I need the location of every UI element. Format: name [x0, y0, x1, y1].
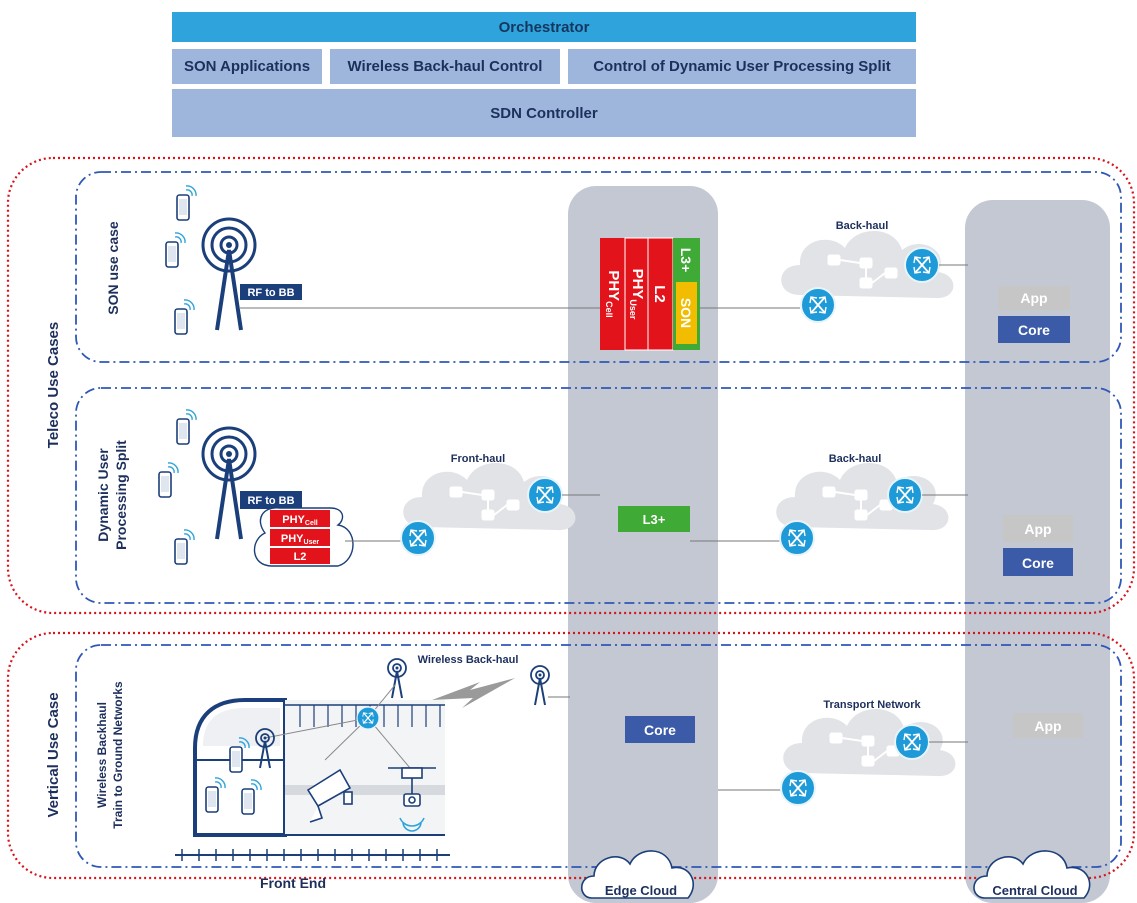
- wireless-backhaul-control-box: Wireless Back-haul Control: [330, 49, 560, 84]
- dynamic-split-control-label: Control of Dynamic User Processing Split: [593, 58, 891, 75]
- orchestrator-label: Orchestrator: [498, 18, 590, 36]
- son-applications-box: SON Applications: [172, 49, 322, 84]
- svg-text:SON: SON: [678, 298, 694, 328]
- antenna-tower-icon: [201, 426, 257, 541]
- phone-icon: [176, 185, 197, 221]
- router-icon: [356, 706, 380, 730]
- camera-icon: [306, 768, 353, 823]
- wb-row-label-1: Wireless Backhaul: [95, 702, 109, 808]
- router-icon: [904, 247, 940, 283]
- phone-icon: [165, 232, 186, 268]
- dups-row-outline: [75, 387, 1122, 604]
- svg-text:App: App: [1024, 521, 1051, 537]
- son-protocol-stack: PHYCell PHYUser L2 L3+ SON: [600, 237, 700, 351]
- antenna-icon: [387, 658, 407, 699]
- teleco-group-label: Teleco Use Cases: [45, 322, 62, 448]
- son-row-outline: [75, 171, 1122, 363]
- dups-backhaul-label: Back-haul: [829, 453, 882, 465]
- edge-cloud-icon: [580, 850, 694, 899]
- sdn-controller-box: SDN Controller: [172, 89, 916, 137]
- front-end-label: Front End: [260, 875, 326, 891]
- edge-cloud-label: Edge Cloud: [605, 883, 677, 898]
- son-applications-label: SON Applications: [183, 58, 311, 75]
- svg-text:Core: Core: [1022, 555, 1054, 571]
- central-cloud-label: Central Cloud: [992, 883, 1077, 898]
- router-icon: [800, 287, 836, 323]
- wb-row-label-2: Train to Ground Networks: [111, 681, 125, 829]
- router-icon: [779, 520, 815, 556]
- vertical-group-outline: [6, 631, 1136, 880]
- rf-to-bb-box-2: [240, 491, 302, 509]
- svg-text:PHYCell: PHYCell: [282, 514, 318, 527]
- son-backhaul-label: Back-haul: [836, 220, 889, 232]
- sdn-controller-label: SDN Controller: [490, 104, 598, 122]
- router-icon: [400, 520, 436, 556]
- vertical-core-box: [625, 716, 695, 743]
- svg-text:Core: Core: [644, 722, 676, 738]
- son-app-box: [998, 286, 1070, 310]
- train-illustration: [175, 684, 450, 861]
- transport-network-label: Transport Network: [823, 699, 921, 711]
- router-icon: [887, 477, 923, 513]
- svg-text:App: App: [1020, 290, 1047, 306]
- phone-icon: [158, 462, 179, 498]
- svg-text:Core: Core: [1018, 322, 1050, 338]
- vertical-app-box: [1013, 713, 1083, 738]
- svg-text:L2: L2: [651, 285, 668, 303]
- dups-row-label-1: Dynamic User: [95, 448, 111, 542]
- orchestrator-bar: Orchestrator: [172, 12, 916, 42]
- wireless-backhaul-control-label: Wireless Back-haul Control: [347, 58, 543, 75]
- svg-text:RF to BB: RF to BB: [247, 287, 294, 299]
- son-core-box: [998, 316, 1070, 343]
- wireless-link-bolt-icon: [432, 678, 515, 708]
- wireless-backhaul-label: Wireless Back-haul: [418, 654, 519, 666]
- son-row-label: SON use case: [105, 221, 121, 315]
- svg-text:L2: L2: [294, 551, 307, 563]
- dups-l3-box: [618, 506, 690, 532]
- svg-text:L3+: L3+: [643, 512, 666, 527]
- dynamic-split-control-box: Control of Dynamic User Processing Split: [568, 49, 916, 84]
- teleco-group-outline: [6, 156, 1136, 615]
- antenna-tower-icon: [201, 217, 257, 332]
- dups-row-label-2: Processing Split: [113, 440, 129, 550]
- rf-to-bb-box: [240, 284, 302, 300]
- dups-core-box: [1003, 548, 1073, 576]
- drone-icon: [388, 767, 436, 832]
- svg-text:RF to BB: RF to BB: [247, 495, 294, 507]
- vertical-group-label: Vertical Use Case: [45, 692, 62, 817]
- svg-text:App: App: [1034, 718, 1061, 734]
- dups-app-box: [1003, 515, 1073, 542]
- phone-icon: [174, 529, 195, 565]
- svg-text:PHYUser: PHYUser: [281, 533, 319, 546]
- svg-text:PHYCell: PHYCell: [604, 270, 622, 317]
- svg-text:PHYUser: PHYUser: [628, 269, 646, 320]
- phone-icon: [176, 409, 197, 445]
- central-cloud-icon: [973, 850, 1091, 899]
- antenna-icon: [530, 665, 550, 706]
- fronthaul-label: Front-haul: [451, 453, 505, 465]
- router-icon: [894, 724, 930, 760]
- phone-icon: [174, 299, 195, 335]
- svg-text:L3+: L3+: [678, 248, 694, 273]
- router-icon: [780, 770, 816, 806]
- router-icon: [527, 477, 563, 513]
